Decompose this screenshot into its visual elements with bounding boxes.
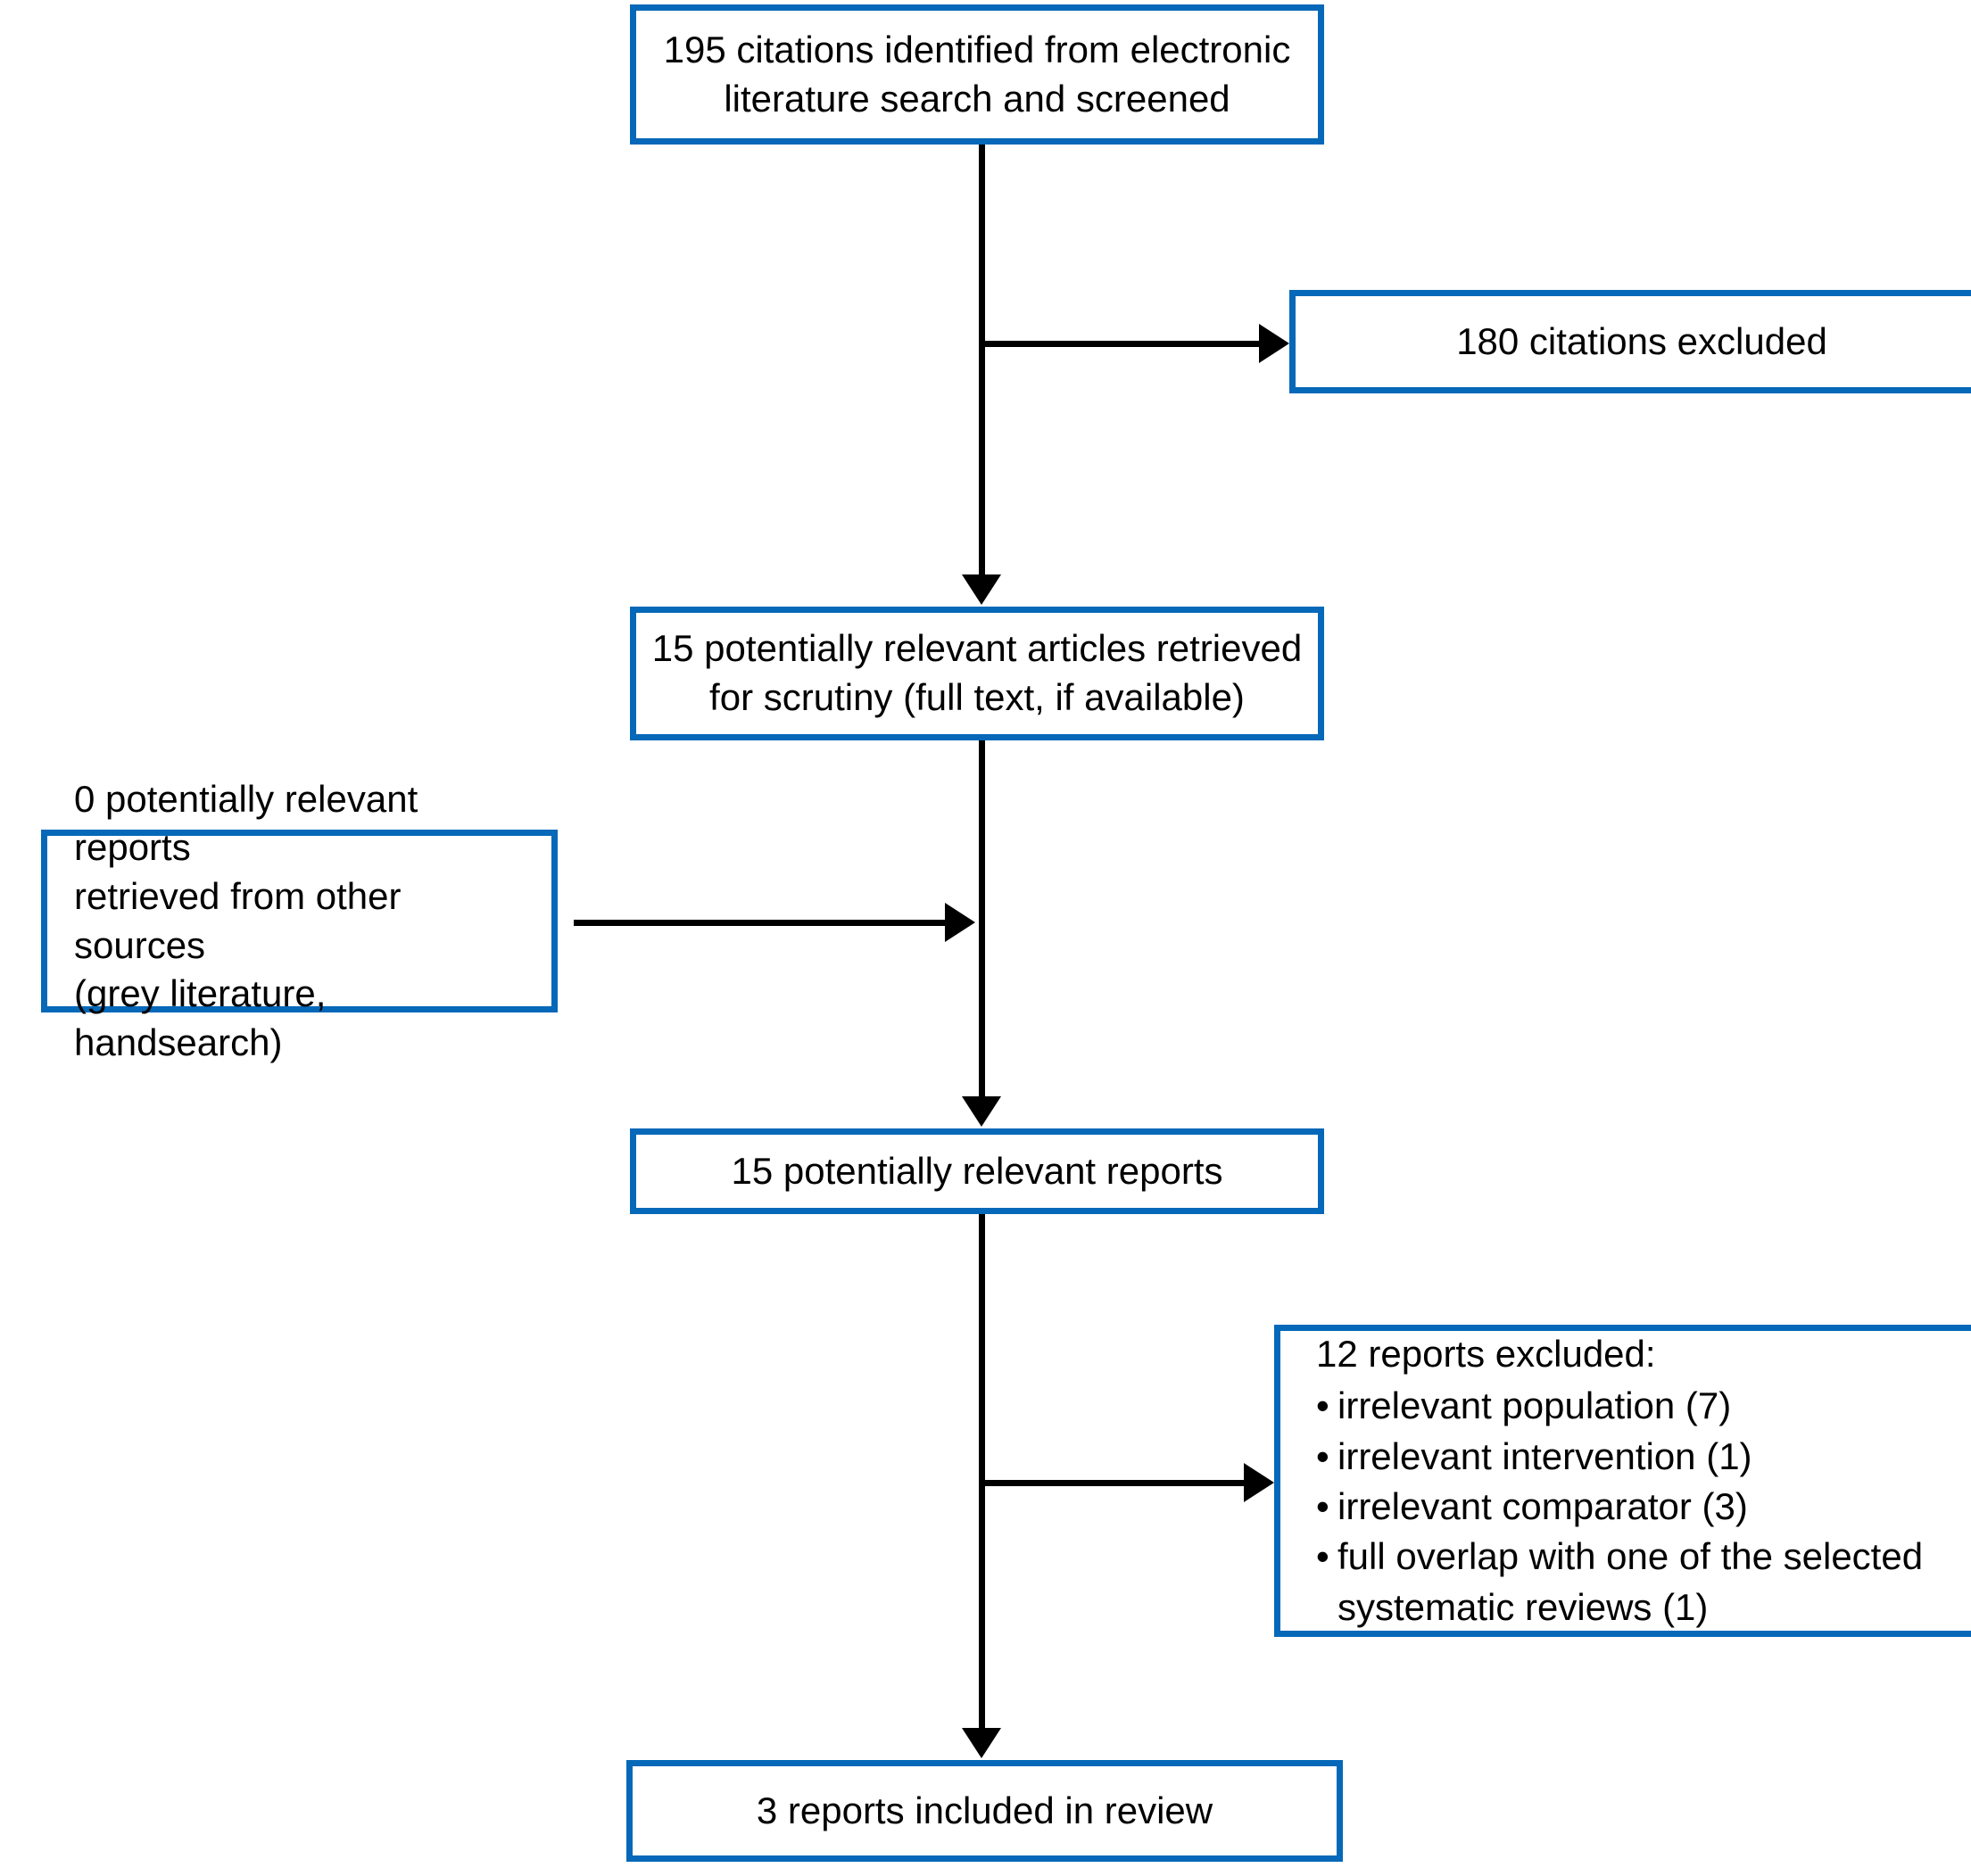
- node-reports-excluded: 12 reports excluded: • irrelevant popula…: [1274, 1325, 1971, 1637]
- reports-excluded-reason-item: • irrelevant comparator (3): [1316, 1482, 1923, 1532]
- reports-excluded-list: 12 reports excluded: • irrelevant popula…: [1280, 1329, 1923, 1632]
- bullet-icon: •: [1316, 1485, 1329, 1527]
- arrowhead-to-citations-excluded: [1259, 324, 1289, 363]
- reports-excluded-reason-item: • full overlap with one of the selected …: [1316, 1532, 1923, 1632]
- bullet-icon: •: [1316, 1434, 1329, 1477]
- connector-reports-to-included: [979, 1214, 985, 1730]
- arrowhead-reports-to-included: [962, 1728, 1001, 1758]
- arrowhead-retrieved-to-reports: [962, 1096, 1001, 1127]
- node-reports-included: 3 reports included in review: [626, 1760, 1343, 1862]
- node-citations-excluded-label: 180 citations excluded: [1456, 319, 1827, 362]
- connector-other-sources-to-spine: [574, 920, 948, 926]
- connector-retrieved-to-reports: [979, 740, 985, 1098]
- connector-to-reports-excluded: [979, 1480, 1251, 1486]
- reports-excluded-reason-item: • irrelevant population (7): [1316, 1381, 1923, 1431]
- node-citations-identified: 195 citations identified from electronic…: [630, 4, 1324, 145]
- node-other-sources: 0 potentially relevant reports retrieved…: [41, 778, 558, 1063]
- arrowhead-to-reports-excluded: [1244, 1463, 1274, 1502]
- node-articles-retrieved-label: 15 potentially relevant articles retriev…: [651, 627, 1303, 718]
- reports-excluded-title: 12 reports excluded:: [1316, 1333, 1656, 1376]
- arrowhead-other-sources-to-spine: [945, 903, 975, 942]
- node-citations-excluded: 180 citations excluded: [1289, 290, 1971, 393]
- reports-excluded-reason-label: irrelevant comparator (3): [1337, 1485, 1748, 1527]
- node-reports-included-label: 3 reports included in review: [756, 1789, 1213, 1831]
- arrowhead-identified-to-retrieved: [962, 574, 1001, 605]
- node-relevant-reports-label: 15 potentially relevant reports: [731, 1149, 1223, 1192]
- reports-excluded-reason-item: • irrelevant intervention (1): [1316, 1432, 1923, 1482]
- node-citations-identified-label: 195 citations identified from electronic…: [663, 28, 1291, 120]
- node-articles-retrieved: 15 potentially relevant articles retriev…: [630, 607, 1324, 740]
- bullet-icon: •: [1316, 1535, 1329, 1578]
- node-other-sources-label: 0 potentially relevant reports retrieved…: [74, 777, 418, 1063]
- reports-excluded-reason-label: irrelevant intervention (1): [1337, 1434, 1752, 1477]
- connector-identified-to-retrieved: [979, 145, 985, 576]
- bullet-icon: •: [1316, 1384, 1329, 1427]
- node-relevant-reports: 15 potentially relevant reports: [630, 1128, 1324, 1214]
- connector-to-citations-excluded: [979, 341, 1266, 347]
- reports-excluded-reason-label: irrelevant population (7): [1337, 1384, 1732, 1427]
- reports-excluded-reason-label: full overlap with one of the selected sy…: [1337, 1535, 1924, 1628]
